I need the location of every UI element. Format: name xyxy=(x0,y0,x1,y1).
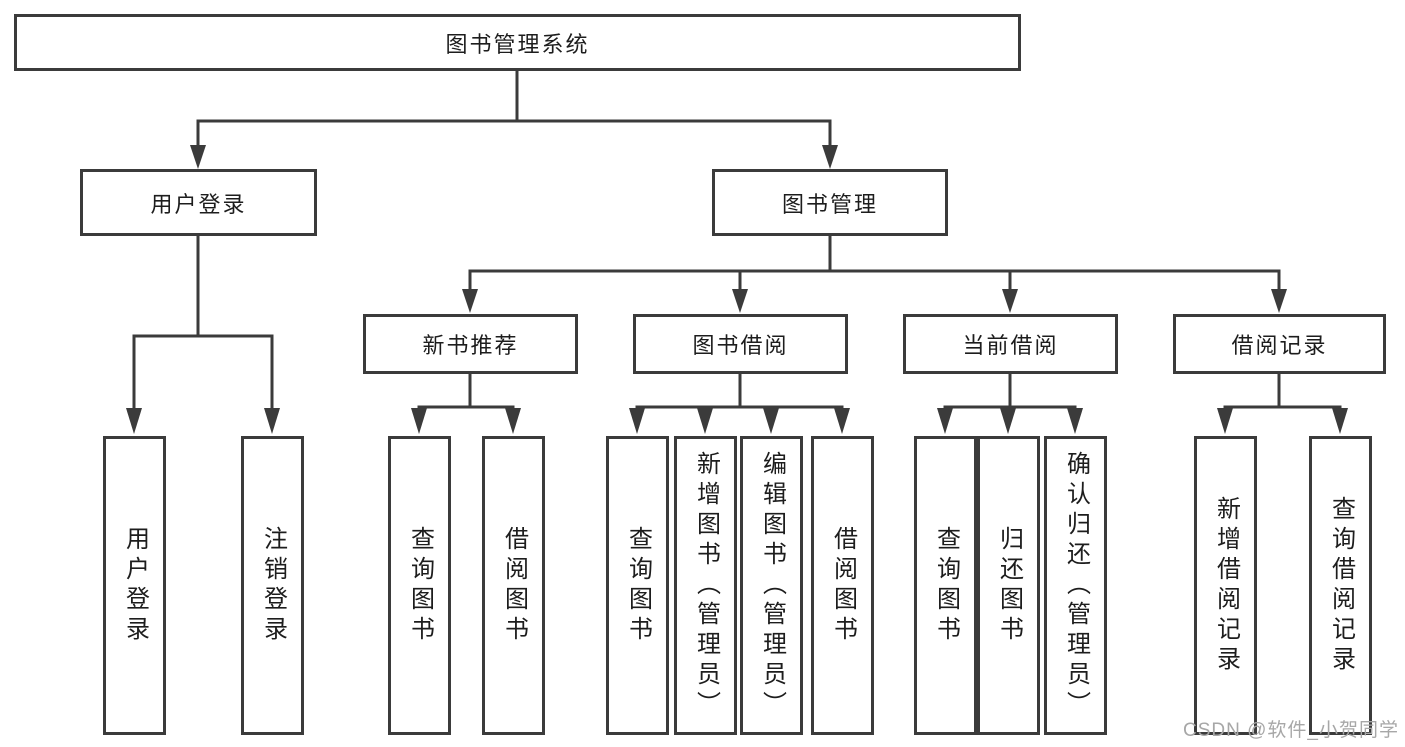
leaf-query-books-current-label: 查询图书 xyxy=(932,525,960,646)
leaf-add-borrow-record-label: 新增借阅记录 xyxy=(1212,495,1240,676)
node-book-borrowing: 图书借阅 xyxy=(633,314,848,374)
leaf-query-books-recommend: 查询图书 xyxy=(388,436,451,735)
leaf-edit-book-admin: 编辑图书（管理员） xyxy=(740,436,803,735)
leaf-borrow-books-recommend: 借阅图书 xyxy=(482,436,545,735)
leaf-edit-book-admin-label: 编辑图书（管理员） xyxy=(758,450,786,721)
node-borrowing-records: 借阅记录 xyxy=(1173,314,1386,374)
leaf-borrow-books-borrowing: 借阅图书 xyxy=(811,436,874,735)
leaf-return-book-label: 归还图书 xyxy=(995,525,1023,646)
leaf-borrow-books-borrowing-label: 借阅图书 xyxy=(829,525,857,646)
leaf-query-books-borrowing-label: 查询图书 xyxy=(624,525,652,646)
leaf-logout-label: 注销登录 xyxy=(259,525,287,646)
leaf-logout: 注销登录 xyxy=(241,436,304,735)
leaf-query-borrow-record: 查询借阅记录 xyxy=(1309,436,1372,735)
leaf-add-book-admin-label: 新增图书（管理员） xyxy=(692,450,720,721)
leaf-query-books-recommend-label: 查询图书 xyxy=(406,525,434,646)
leaf-return-book: 归还图书 xyxy=(977,436,1040,735)
leaf-user-login-label: 用户登录 xyxy=(121,525,149,646)
node-user-login: 用户登录 xyxy=(80,169,317,236)
leaf-borrow-books-recommend-label: 借阅图书 xyxy=(500,525,528,646)
leaf-query-borrow-record-label: 查询借阅记录 xyxy=(1327,495,1355,676)
csdn-watermark: CSDN @软件_小贺同学 xyxy=(1183,720,1399,741)
node-new-book-recommendation: 新书推荐 xyxy=(363,314,578,374)
leaf-confirm-return-admin: 确认归还（管理员） xyxy=(1044,436,1107,735)
leaf-query-books-current: 查询图书 xyxy=(914,436,977,735)
leaf-add-book-admin: 新增图书（管理员） xyxy=(674,436,737,735)
leaf-confirm-return-admin-label: 确认归还（管理员） xyxy=(1062,450,1090,721)
node-library-system: 图书管理系统 xyxy=(14,14,1021,71)
node-book-management: 图书管理 xyxy=(712,169,948,236)
node-current-borrowing: 当前借阅 xyxy=(903,314,1118,374)
leaf-user-login: 用户登录 xyxy=(103,436,166,735)
leaf-query-books-borrowing: 查询图书 xyxy=(606,436,669,735)
leaf-add-borrow-record: 新增借阅记录 xyxy=(1194,436,1257,735)
